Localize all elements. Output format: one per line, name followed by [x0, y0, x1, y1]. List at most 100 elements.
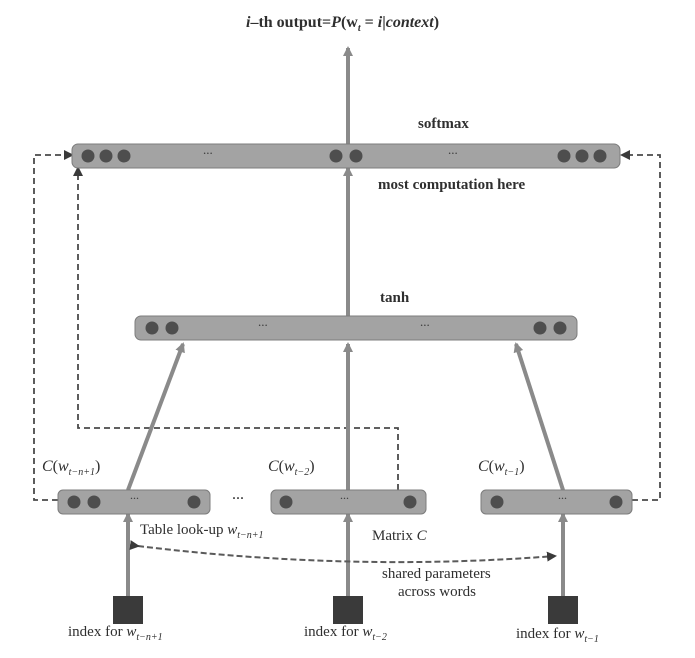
dashed-left-outer [33, 150, 74, 501]
c-label-sub: t−2 [294, 467, 310, 479]
shared-parameters-line2: across words [398, 584, 476, 600]
embedding-node [490, 495, 504, 509]
tanh-node [533, 321, 547, 335]
embedding-dots-middle: ... [340, 488, 349, 502]
output-close: ) [433, 14, 440, 31]
embedding-node [403, 495, 417, 509]
c-label-w: w [494, 458, 505, 475]
matrix-text: Matrix [372, 528, 417, 544]
computation-note: most computation here [378, 177, 526, 193]
softmax-node [575, 149, 589, 163]
table-lookup-label: Table look-up wt−n+1 [140, 522, 264, 541]
c-label-open: ( [52, 458, 58, 475]
index-square-right [548, 596, 578, 624]
c-label-open: ( [488, 458, 494, 475]
embedding-dots-left: ... [130, 488, 139, 502]
index-label-text: index for [516, 626, 575, 642]
index-square-middle [333, 596, 363, 624]
softmax-node [81, 149, 95, 163]
tanh-bar [134, 315, 578, 341]
c-label-middle: C(wt−2) [268, 458, 315, 478]
index-square-left [113, 596, 143, 624]
embedding-box-right [480, 489, 633, 515]
softmax-layer [71, 143, 621, 169]
embedding-node [609, 495, 623, 509]
embedding-node [67, 495, 81, 509]
c-label-c: C [478, 458, 489, 475]
index-label-sub: t−2 [372, 632, 387, 643]
arrow-cright-to-tanh [513, 342, 565, 491]
embedding-dots-right: ... [558, 488, 567, 502]
arrow-cleft-to-tanh [126, 342, 185, 491]
output-label: i–th output=P(wt = i|context) [246, 14, 439, 34]
softmax-dots-left: ... [203, 142, 213, 157]
dashed-middle-loop [73, 166, 399, 490]
matrix-label: Matrix C [372, 528, 427, 545]
output-bar: | [382, 14, 386, 31]
index-label-text: index for [304, 624, 363, 640]
shared-parameters-arrow [129, 540, 557, 564]
output-context: context [385, 14, 434, 31]
softmax-node [593, 149, 607, 163]
c-label-w: w [58, 458, 69, 475]
tanh-dots-right: ... [420, 314, 430, 329]
index-label-sub: t−1 [584, 634, 599, 645]
solid-arrows [123, 46, 568, 596]
c-label-sub: t−1 [504, 467, 520, 479]
tanh-node [145, 321, 159, 335]
softmax-node [349, 149, 363, 163]
c-label-close: ) [94, 458, 101, 475]
dashed-right-outer [620, 150, 661, 501]
softmax-bar [71, 143, 621, 169]
index-label-middle: index for wt−2 [304, 624, 387, 643]
softmax-dots-right: ... [448, 142, 458, 157]
c-label-c: C [268, 458, 279, 475]
index-label-right: index for wt−1 [516, 626, 599, 645]
embedding-bar [270, 489, 427, 515]
output-i2: i [377, 14, 383, 31]
index-label-left: index for wt−n+1 [68, 624, 163, 643]
output-P: P [331, 14, 341, 31]
embedding-box-middle [270, 489, 427, 515]
softmax-node [117, 149, 131, 163]
output-text1: –th output= [250, 14, 332, 31]
embedding-node [187, 495, 201, 509]
output-eq: = [360, 14, 378, 31]
c-label-close: ) [309, 458, 315, 475]
index-label-text: index for [68, 624, 127, 640]
softmax-node [557, 149, 571, 163]
table-lookup-sub: t−n+1 [237, 530, 264, 541]
index-label-w: w [574, 626, 585, 642]
c-label-open: ( [278, 458, 284, 475]
dashed-connections [33, 150, 661, 501]
softmax-node [99, 149, 113, 163]
tanh-layer [134, 315, 578, 341]
softmax-node [329, 149, 343, 163]
matrix-c: C [416, 528, 427, 544]
embedding-node [279, 495, 293, 509]
c-label-sub: t−n+1 [68, 467, 95, 479]
tanh-dots-left: ... [258, 314, 268, 329]
table-lookup-text: Table look-up [140, 522, 228, 538]
softmax-label: softmax [418, 116, 469, 132]
output-t-sub: t [357, 23, 361, 35]
c-label-close: ) [519, 458, 525, 475]
output-text2: (w [340, 14, 358, 31]
c-label-c: C [42, 458, 53, 475]
c-label-w: w [284, 458, 295, 475]
index-label-w: w [126, 624, 137, 640]
table-lookup-w: w [227, 522, 238, 538]
tanh-node [553, 321, 567, 335]
embedding-bar [480, 489, 633, 515]
c-label-left: C(wt−n+1) [42, 458, 100, 478]
index-label-w: w [362, 624, 373, 640]
shared-parameters-line1: shared parameters [382, 566, 491, 582]
embedding-box-left [57, 489, 211, 515]
tanh-node [165, 321, 179, 335]
c-label-right: C(wt−1) [478, 458, 525, 478]
embedding-node [87, 495, 101, 509]
tanh-label: tanh [380, 290, 410, 306]
index-label-sub: t−n+1 [136, 632, 163, 643]
